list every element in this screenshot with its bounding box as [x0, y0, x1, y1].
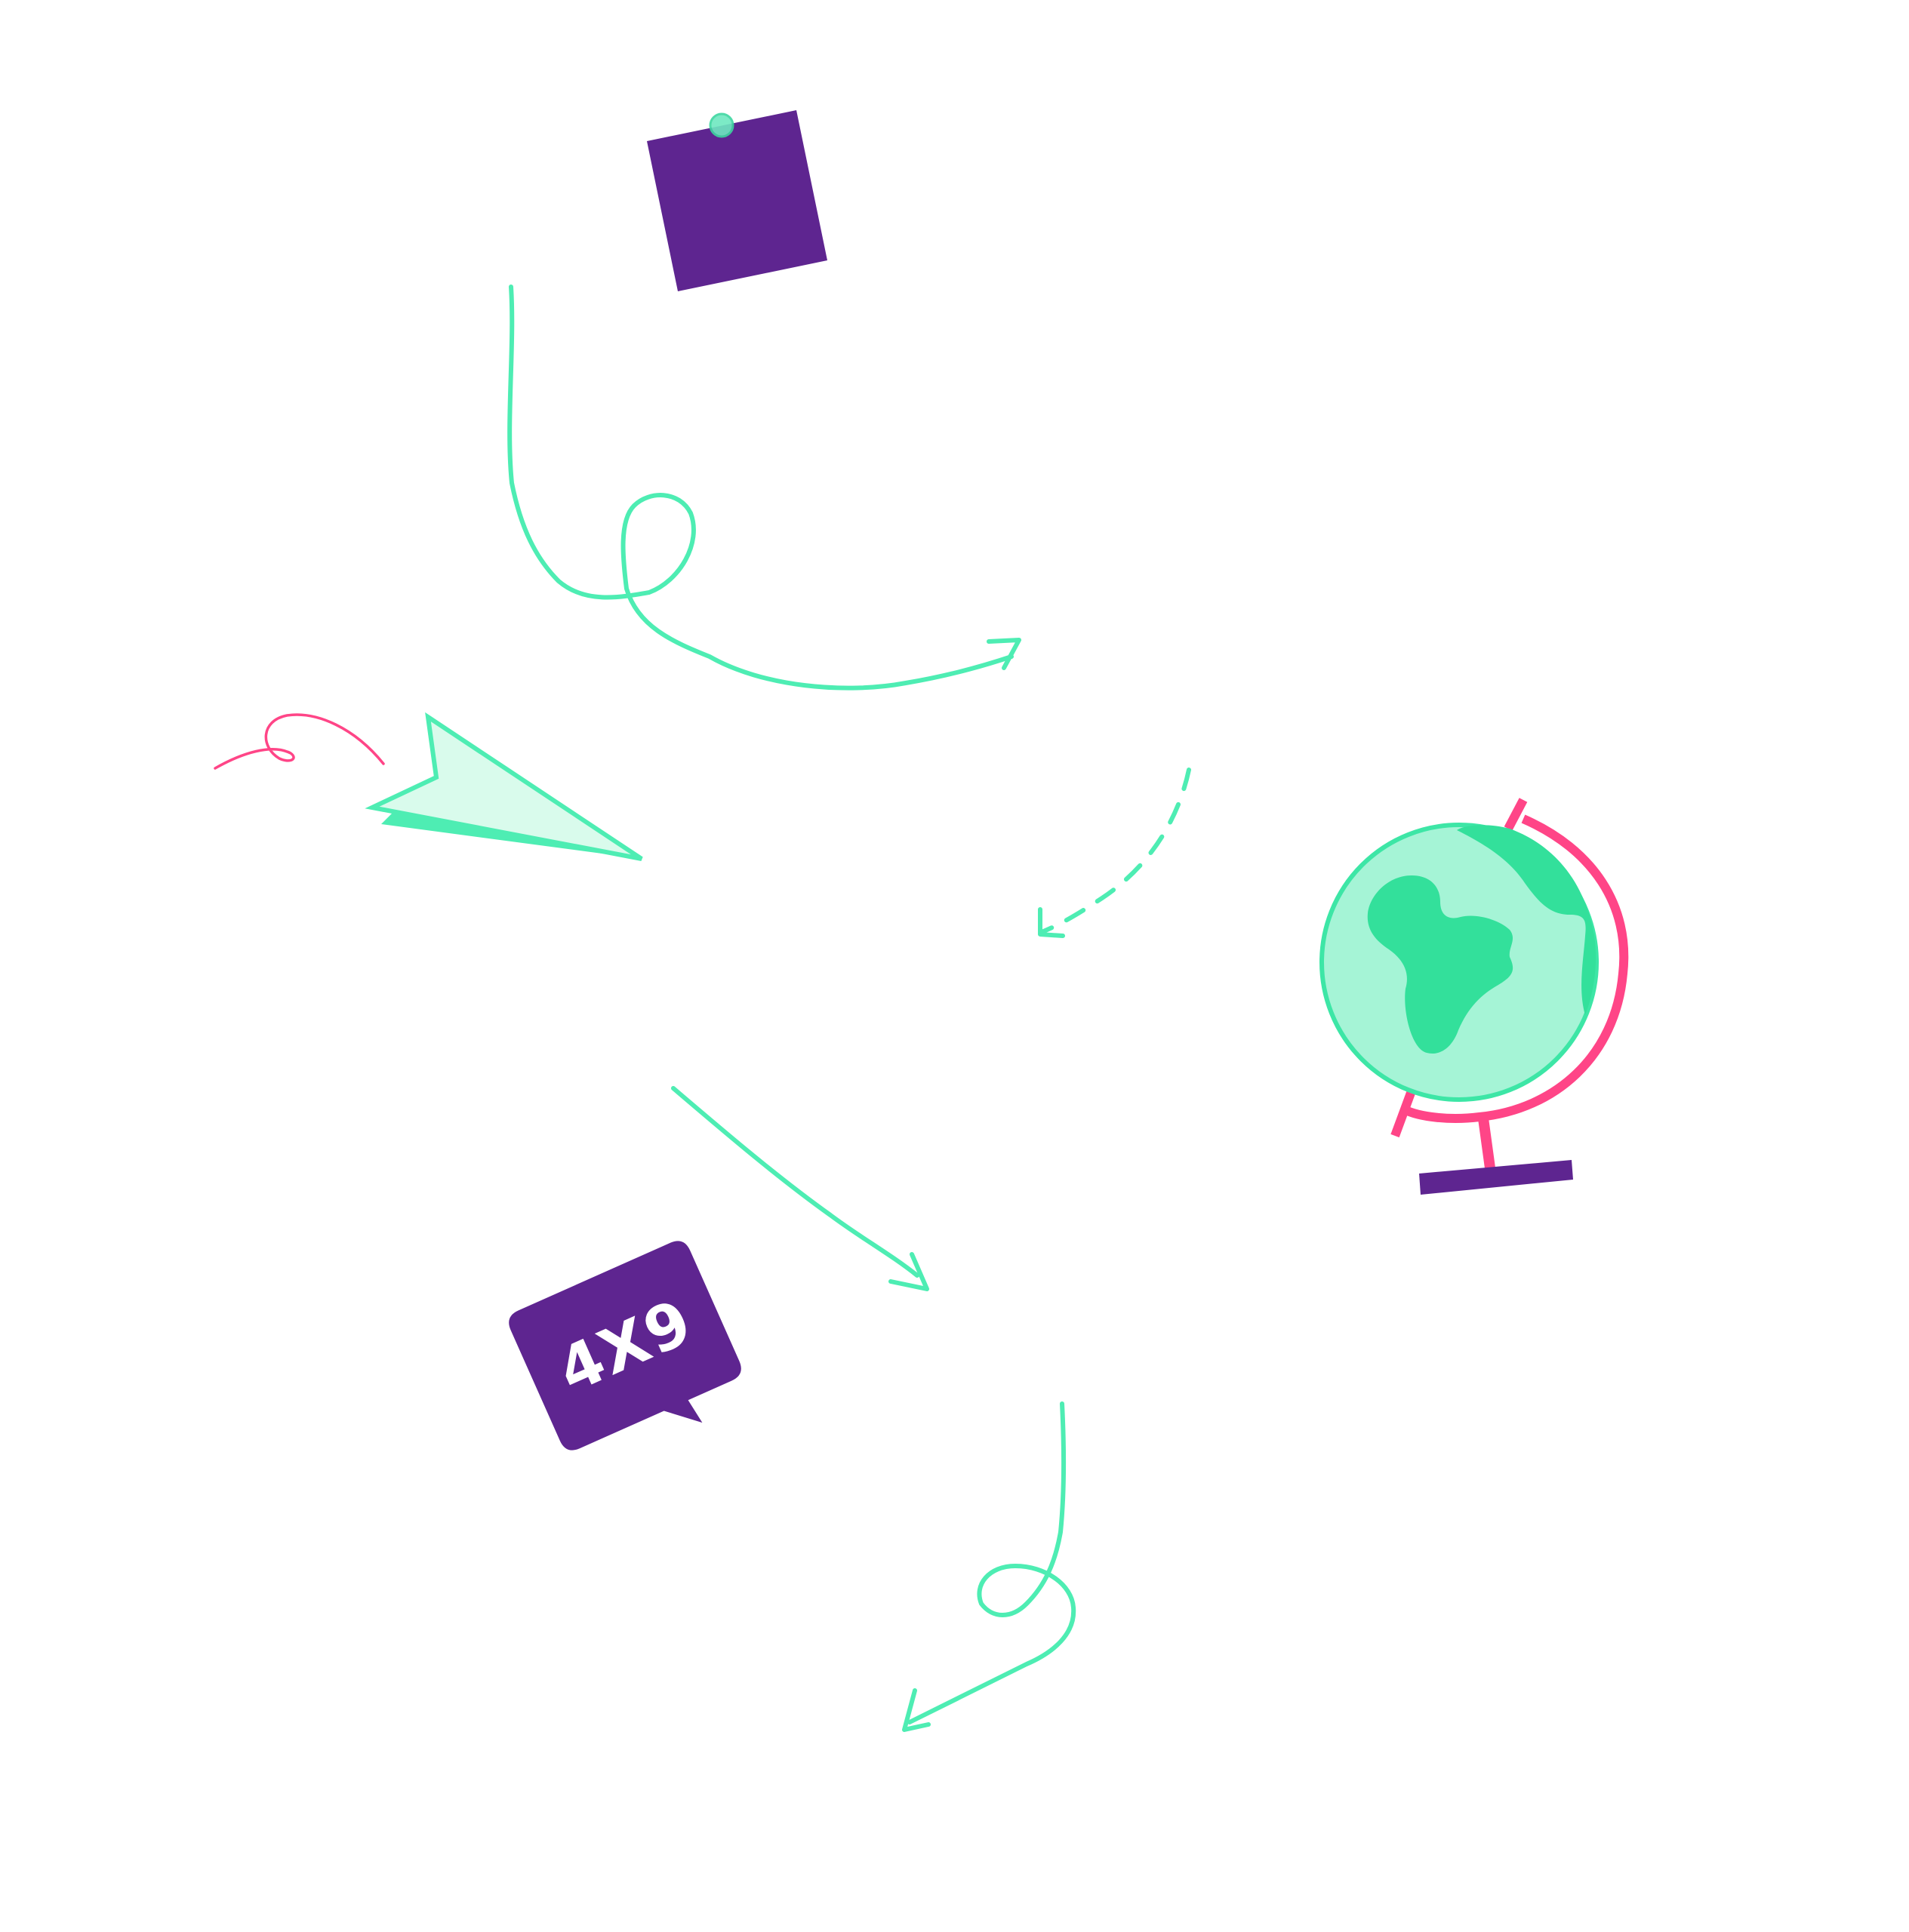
curly-arrow-bottom — [902, 1401, 1076, 1732]
paper-plane-icon — [365, 712, 643, 861]
pink-squiggle — [214, 713, 385, 770]
dashed-arrow — [1038, 768, 1191, 938]
math-badge-icon: 4X9 — [509, 1241, 741, 1451]
pin-icon — [709, 112, 734, 138]
curly-arrow-top — [507, 285, 1021, 691]
globe-icon — [1319, 798, 1629, 1195]
pinned-note-icon — [647, 110, 827, 291]
straight-arrow — [671, 1086, 929, 1291]
